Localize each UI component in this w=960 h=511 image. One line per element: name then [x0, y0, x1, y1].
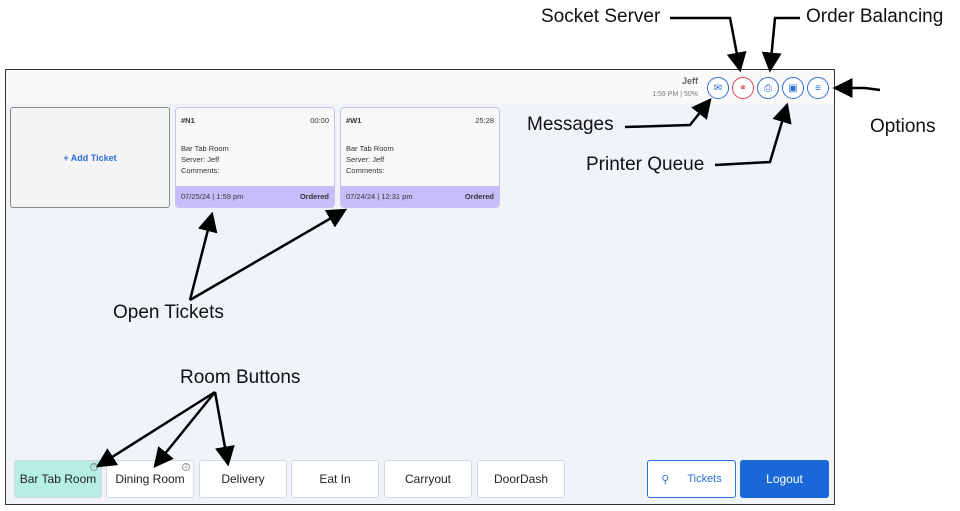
- ticket-room: Bar Tab Room: [181, 144, 229, 153]
- user-name: Jeff: [681, 76, 698, 86]
- printer-queue-icon[interactable]: ▣: [782, 77, 804, 99]
- ticket-room: Bar Tab Room: [346, 144, 394, 153]
- ticket-date: 07/25/24 | 1:59 pm: [181, 192, 244, 201]
- room-badge: 2: [182, 463, 190, 471]
- logout-button[interactable]: Logout: [740, 460, 829, 498]
- battery: 50%: [683, 91, 698, 98]
- annotation-messages: Messages: [527, 114, 614, 135]
- clock: 1:59 PM: [652, 91, 679, 98]
- room-carryout[interactable]: Carryout: [384, 460, 472, 498]
- order-balancing-icon[interactable]: ⎙: [757, 77, 779, 99]
- annotation-order-balancing: Order Balancing: [806, 6, 944, 27]
- status-meta: 1:59 PM | 50%: [652, 91, 698, 98]
- top-bar: Jeff 1:59 PM | 50% ✉ ⚭ ⎙ ▣ ≡: [6, 70, 834, 104]
- ticket-timer: 25:28: [475, 116, 494, 125]
- annotation-options: Options: [870, 116, 936, 137]
- pos-app: Jeff 1:59 PM | 50% ✉ ⚭ ⎙ ▣ ≡ + Add Ticke…: [5, 69, 835, 505]
- ticket-number: #W1: [346, 116, 362, 125]
- ticket-status: Ordered: [464, 192, 494, 201]
- search-icon: ⚲: [661, 473, 670, 486]
- ticket-server: Server: Jeff: [346, 155, 385, 164]
- ticket-comments: Comments:: [181, 166, 220, 175]
- socket-server-icon[interactable]: ⚭: [732, 77, 754, 99]
- room-delivery[interactable]: Delivery: [199, 460, 287, 498]
- ticket-number: #N1: [181, 116, 195, 125]
- ticket-status: Ordered: [299, 192, 329, 201]
- messages-icon[interactable]: ✉: [707, 77, 729, 99]
- room-label: Bar Tab Room: [19, 472, 97, 486]
- room-doordash[interactable]: DoorDash: [477, 460, 565, 498]
- options-icon[interactable]: ≡: [807, 77, 829, 99]
- ticket-comments: Comments:: [346, 166, 385, 175]
- annotation-open-tickets: Open Tickets: [113, 302, 224, 323]
- ticket-date: 07/24/24 | 12:31 pm: [346, 192, 413, 201]
- annotation-socket-server: Socket Server: [541, 6, 661, 27]
- annotation-room-buttons: Room Buttons: [180, 367, 301, 388]
- ticket-timer: 00:00: [310, 116, 329, 125]
- tickets-label: Tickets: [687, 473, 722, 485]
- room-bar-tab[interactable]: Bar Tab Room?: [14, 460, 102, 498]
- add-ticket-button[interactable]: + Add Ticket: [10, 107, 170, 208]
- room-label: Dining Room: [115, 472, 185, 486]
- annotation-printer-queue: Printer Queue: [586, 154, 705, 175]
- room-eat-in[interactable]: Eat In: [291, 460, 379, 498]
- tickets-search-button[interactable]: ⚲ Tickets: [647, 460, 736, 498]
- ticket-server: Server: Jeff: [181, 155, 220, 164]
